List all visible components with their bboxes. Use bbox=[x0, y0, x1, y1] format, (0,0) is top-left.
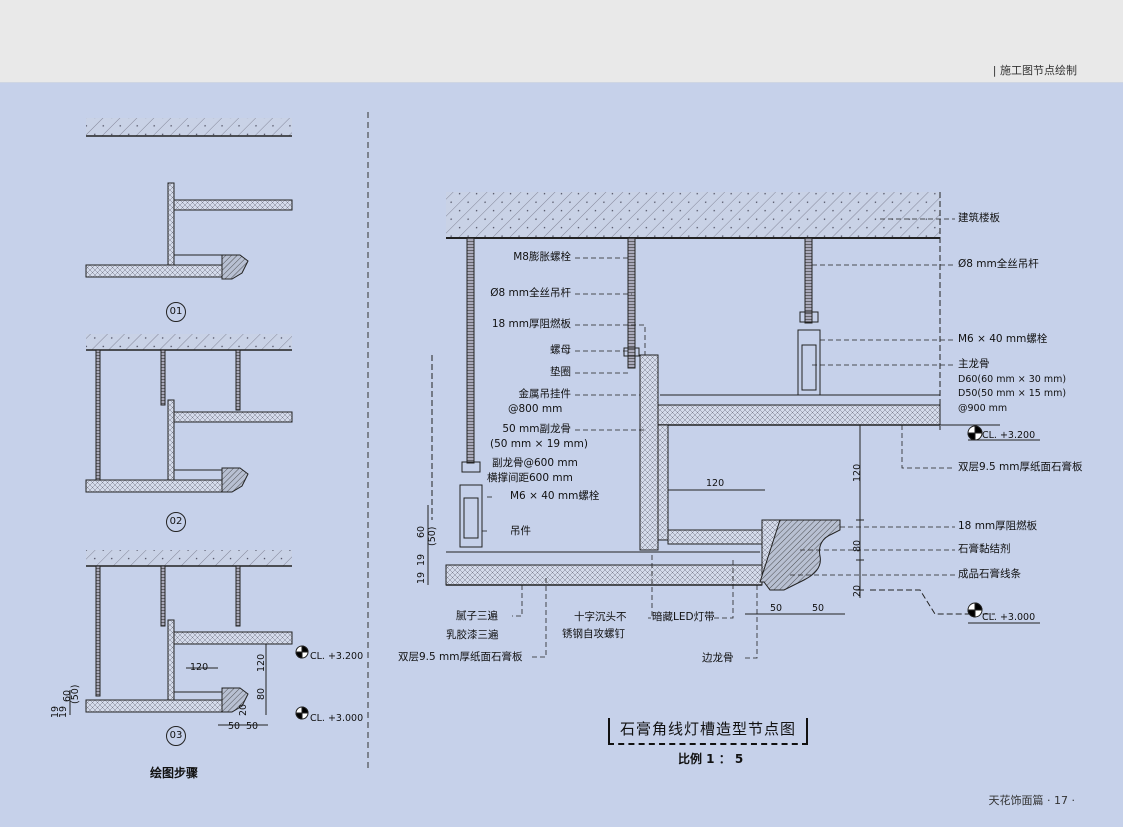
dim-h50a-main: 50 bbox=[770, 603, 783, 614]
step-01-marker: 01 bbox=[166, 302, 186, 322]
cl-upper: CL. +3.200 bbox=[982, 430, 1036, 441]
cl-upper-small: CL. +3.200 bbox=[310, 651, 364, 662]
dim-v120-main: 120 bbox=[852, 463, 863, 482]
dim-h50b-main: 50 bbox=[812, 603, 825, 614]
label-sub-keel-size: (50 mm × 19 mm) bbox=[490, 438, 588, 450]
label-nut: 螺母 bbox=[550, 344, 571, 356]
label-900: @900 mm bbox=[958, 403, 1008, 414]
label-m6-bolt-right: M6 × 40 mm螺栓 bbox=[958, 333, 1048, 345]
dim-50p: (50) bbox=[70, 684, 81, 704]
label-m8-bolt: M8膨胀螺栓 bbox=[513, 251, 571, 263]
dim-h120-main: 120 bbox=[706, 478, 725, 489]
label-gypsum-board-bottom: 双层9.5 mm厚纸面石膏板 bbox=[398, 651, 523, 663]
label-putty: 腻子三遍 bbox=[456, 610, 498, 622]
dim-120: 120 bbox=[190, 662, 209, 673]
caption-text: 石膏角线灯槽造型节点图 bbox=[620, 720, 797, 738]
label-metal-hanger: 金属吊挂件 bbox=[518, 388, 572, 400]
dim-50b: 50 bbox=[246, 721, 259, 732]
dim-l60: 60 bbox=[416, 525, 427, 538]
label-fire-board: 18 mm厚阻燃板 bbox=[491, 318, 571, 330]
label-m6-bolt-left: M6 × 40 mm螺栓 bbox=[510, 490, 600, 502]
label-screw-1: 十字沉头不 bbox=[574, 611, 627, 623]
drawing-steps-title: 绘图步骤 bbox=[150, 766, 199, 780]
label-sub-keel-spacing: 副龙骨@600 mm bbox=[492, 457, 578, 469]
dim-v20: 20 bbox=[238, 703, 249, 716]
label-gypsum-board-right: 双层9.5 mm厚纸面石膏板 bbox=[958, 461, 1083, 473]
step-02-marker: 02 bbox=[166, 512, 186, 532]
drawing-caption: 石膏角线灯槽造型节点图 bbox=[608, 718, 809, 745]
step-03-marker: 03 bbox=[166, 726, 186, 746]
dim-l50: (50) bbox=[427, 526, 438, 546]
page-footer: 天花饰面篇 · 17 · bbox=[988, 794, 1075, 807]
dim-v120: 120 bbox=[256, 653, 267, 672]
label-800: @800 mm bbox=[508, 403, 563, 415]
label-brace-spacing: 横撑间距600 mm bbox=[487, 472, 573, 484]
label-rod-right: Ø8 mm全丝吊杆 bbox=[958, 258, 1039, 270]
label-fire-board-right: 18 mm厚阻燃板 bbox=[958, 520, 1038, 532]
label-floor-slab: 建筑楼板 bbox=[958, 212, 1000, 224]
section-title: | 施工图节点绘制 bbox=[992, 64, 1077, 77]
dim-v80: 80 bbox=[256, 687, 267, 700]
label-washer: 垫圈 bbox=[550, 366, 571, 378]
floor-slab bbox=[446, 192, 940, 238]
label-main-keel: 主龙骨 bbox=[958, 358, 990, 370]
dim-l19b: 19 bbox=[416, 571, 427, 584]
dim-50a: 50 bbox=[228, 721, 241, 732]
label-edge-keel: 边龙骨 bbox=[702, 652, 734, 664]
label-plaster-adhesive: 石膏黏结剂 bbox=[958, 543, 1011, 555]
dim-v20-main: 20 bbox=[852, 584, 863, 597]
dim-19b: 19 bbox=[58, 705, 69, 718]
label-d60: D60(60 mm × 30 mm) bbox=[958, 374, 1067, 385]
plaster-cornice bbox=[759, 519, 841, 591]
label-led-strip: 暗藏LED灯带 bbox=[652, 611, 715, 623]
cl-lower-small: CL. +3.000 bbox=[310, 713, 364, 724]
label-screw-2: 锈钢自攻螺钉 bbox=[562, 628, 625, 640]
cl-lower: CL. +3.000 bbox=[982, 612, 1036, 623]
label-sub-keel: 50 mm副龙骨 bbox=[502, 423, 571, 435]
label-hanger-piece: 吊件 bbox=[510, 525, 531, 537]
dim-v80-main: 80 bbox=[852, 539, 863, 552]
label-rod: Ø8 mm全丝吊杆 bbox=[490, 287, 571, 299]
label-latex-paint: 乳胶漆三遍 bbox=[446, 629, 499, 641]
dim-l19a: 19 bbox=[416, 553, 427, 566]
page-header: | 施工图节点绘制 bbox=[0, 0, 1123, 83]
label-d50: D50(50 mm × 15 mm) bbox=[958, 388, 1067, 399]
drawing-scale: 比例 1 ： 5 bbox=[678, 752, 744, 766]
label-plaster-cornice: 成品石膏线条 bbox=[958, 568, 1021, 580]
